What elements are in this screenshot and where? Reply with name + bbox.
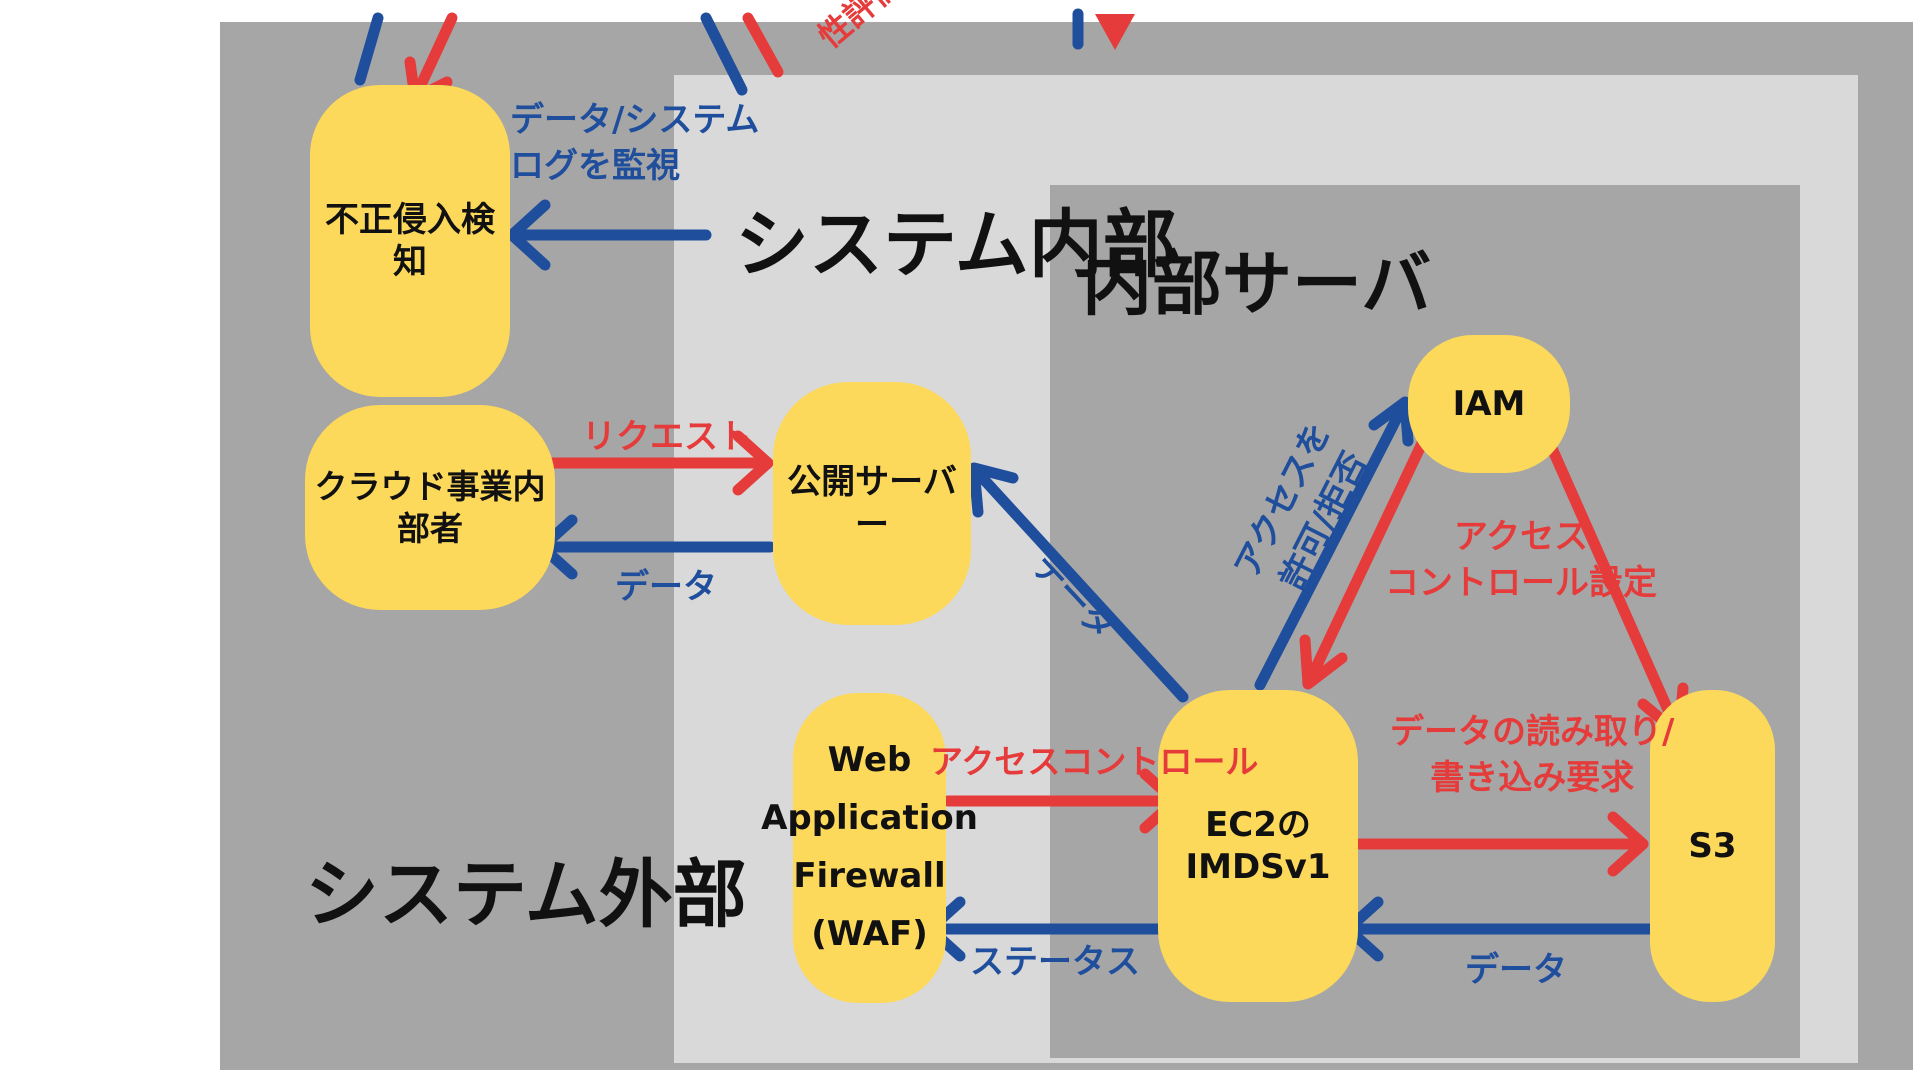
s3-rw-label: データの読み取り/ 書き込み要求 — [1390, 712, 1675, 798]
access-control-label: アクセスコントロール — [930, 742, 1259, 781]
s3-rw-arrow-head — [1607, 811, 1649, 877]
data-from-s3-label: データ — [1465, 950, 1567, 990]
system-internal-label: システム内部 — [735, 202, 1177, 288]
clipped-red-arrow-1 — [409, 12, 458, 104]
clipped-red-arrowhead — [1095, 14, 1135, 50]
request-label: リクエスト — [582, 417, 752, 457]
internal-server-label: 内部サーバ — [1082, 243, 1432, 325]
system-external-label: システム外部 — [305, 852, 747, 938]
status-label: ステータス — [970, 942, 1140, 982]
intrusion-detection-node: 不正侵入検知 — [310, 85, 510, 397]
iam-setting-label: アクセス コントロール設定 — [1385, 517, 1657, 603]
waf-line-4: (WAF) — [811, 913, 928, 954]
monitor-arrow-head — [506, 199, 551, 271]
waf-line-2: Application — [761, 798, 978, 839]
clipped-blue-arrow-1 — [354, 12, 384, 86]
data-to-public-arrow-head — [968, 462, 1019, 518]
iam-to-ec2-arrow-head — [1299, 634, 1348, 690]
monitor-label: データ/システム ログを監視 — [510, 100, 760, 186]
clipped-blue-arrow-2 — [700, 12, 748, 96]
s3-node: S3 — [1650, 690, 1775, 1002]
clipped-red-arrow-2 — [742, 12, 784, 78]
cloud-insider-node: クラウド事業内部者 — [305, 405, 555, 610]
iam-to-ec2-arrow — [1304, 431, 1431, 686]
request-arrow-head — [732, 430, 774, 496]
waf-node: Web Application Firewall (WAF) — [761, 693, 978, 1003]
data-to-public-arrow — [972, 467, 1189, 703]
iam-to-s3-arrow — [1541, 431, 1682, 734]
ec2-to-iam-arrow-head — [1368, 396, 1414, 447]
iam-node: IAM — [1408, 335, 1570, 473]
public-server-node: 公開サーバー — [773, 382, 971, 625]
ec2-to-iam-arrow — [1254, 402, 1408, 691]
data-to-insider-label: データ — [615, 567, 717, 607]
waf-line-1: Web — [827, 740, 912, 781]
waf-line-3: Firewall — [793, 856, 946, 896]
ec2-imdsv1-node: EC2のIMDSv1 — [1158, 690, 1358, 1002]
